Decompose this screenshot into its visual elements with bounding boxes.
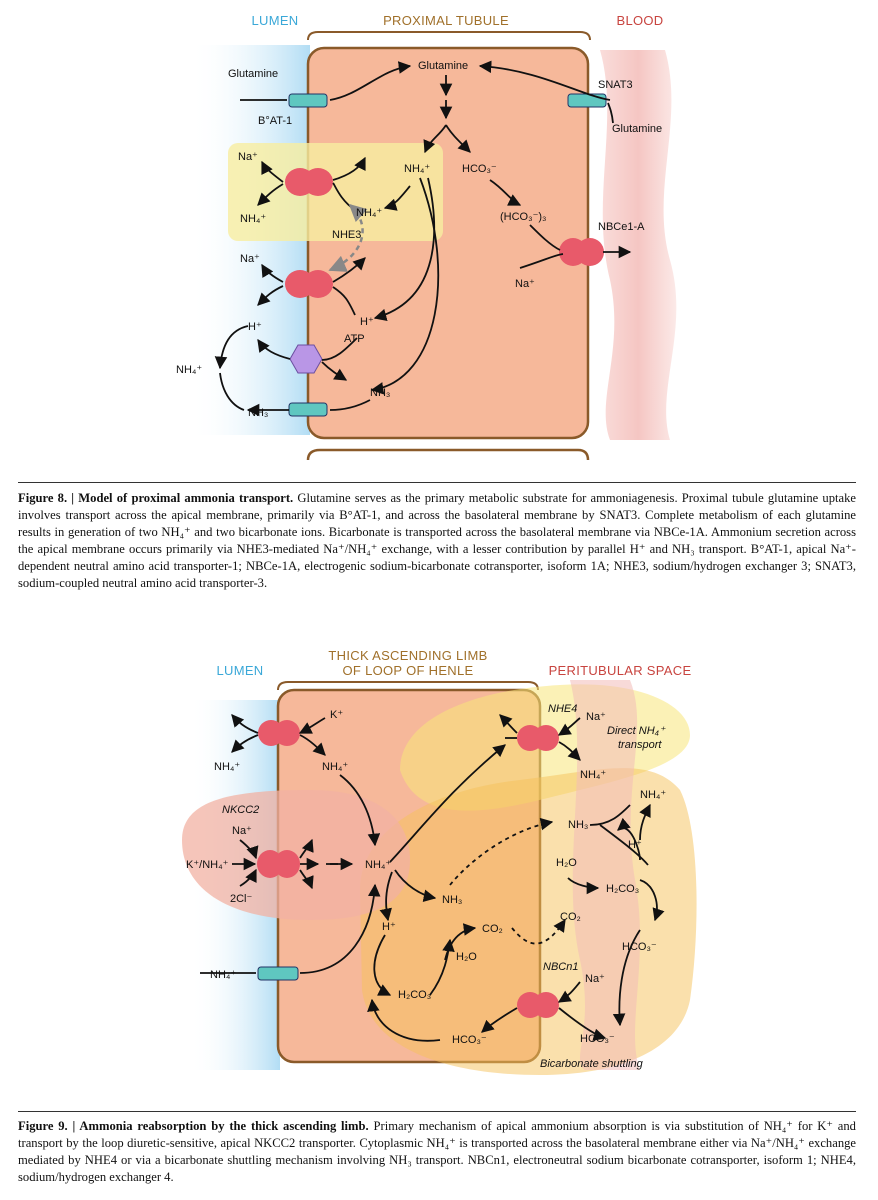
nh3-cell-label: NH₃ [370,387,390,399]
snat3-label: SNAT3 [598,79,633,91]
blood-header: BLOOD [616,13,663,28]
nbce1a-label: NBCe1-A [598,221,645,233]
nhe3-trafficking-arrow [328,203,368,272]
nh3-cell-label: NH₃ [442,894,462,906]
cl2-label: 2Cl⁻ [230,893,253,905]
top-bracket [277,681,539,691]
na-top-label: Na⁺ [238,151,258,163]
figure-9-arrows [200,714,665,1042]
nh4-channel [257,966,299,981]
nh4-near-nhe3-label: NH₄⁺ [356,207,382,219]
lumen-header: LUMEN [216,663,263,678]
nh3-channel [288,402,328,417]
figure-8: LUMEN PROXIMAL TUBULE BLOOD [0,0,878,470]
atp-label: ATP [344,333,365,345]
nh4-cell-label: NH₄⁺ [404,163,430,175]
na-mid-label: Na⁺ [240,253,260,265]
nh4-lumen-bottom-label: NH₄⁺ [210,969,236,981]
nkcc2-transporter [257,850,300,878]
hco3-peri-label: HCO₃⁻ [622,941,657,953]
nhe4-transporter [517,725,559,751]
k-nh4-label: K⁺/NH₄⁺ [186,859,229,871]
nh4-center-label: NH₄⁺ [365,859,391,871]
na-nbcn1-label: Na⁺ [585,973,605,985]
figure-8-caption: Figure 8. | Model of proximal ammonia tr… [18,490,856,592]
nhe3-transporter-top [285,168,333,196]
nh4-peri-top-label: NH₄⁺ [640,789,666,801]
h2co3-peri-label: H₂CO₃ [606,883,639,895]
co2-diffusion-arrow [511,918,566,945]
figure-8-arrows [214,60,632,417]
nh3-lumen-label: NH₃ [248,407,268,419]
nhe3-label: NHE3 [332,229,361,241]
figure-9-caption: Figure 9. | Ammonia reabsorption by the … [18,1118,856,1186]
tal-header-line2: OF LOOP OF HENLE [343,663,474,678]
figure-9-caption-rule [18,1111,856,1112]
peritubular-header: PERITUBULAR SPACE [549,663,692,678]
nh4-lumen-top-label: NH₄⁺ [214,761,240,773]
bat1-channel [288,93,328,108]
top-bracket [307,31,591,41]
h-lumen-label: H⁺ [248,321,262,333]
co2-cell-label: CO₂ [482,923,503,935]
nhe3-transporter-bottom [285,270,333,298]
figure-8-caption-rule [18,482,856,483]
hco3-peri-bottom-label: HCO₃⁻ [580,1033,615,1045]
co2-peri-label: CO₂ [560,911,581,923]
h-cell-label: H⁺ [360,316,374,328]
figure-8-caption-body: Glutamine serves as the primary metaboli… [18,491,856,590]
hco3-triple-label: (HCO₃⁻)₃ [500,211,547,223]
lumen-header: LUMEN [251,13,298,28]
nbcn1-label: NBCn1 [543,961,578,973]
snat3-channel [567,93,607,108]
na-nhe4-label: Na⁺ [586,711,606,723]
figure-9: LUMEN THICK ASCENDING LIMB OF LOOP OF HE… [0,630,878,1100]
nh4-peri-nhe4-label: NH₄⁺ [580,769,606,781]
direct-transport-label-2: transport [618,739,662,751]
na-nkcc2-label: Na⁺ [232,825,252,837]
glutamine-blood-label: Glutamine [612,123,662,135]
direct-transport-label-1: Direct NH₄⁺ [607,725,666,737]
figure-9-caption-title: Figure 9. | Ammonia reabsorption by the … [18,1119,369,1133]
figure-8-caption-title: Figure 8. | Model of proximal ammonia tr… [18,491,294,505]
nh3-diffusion-arrow [449,817,554,886]
nbcn1-transporter [517,992,559,1018]
nkcc2-label: NKCC2 [222,804,259,816]
glutamine-lumen-label: Glutamine [228,68,278,80]
proximal-tubule-cell [306,46,590,440]
apical-k-transporter [258,720,300,746]
figure-9-diagram: LUMEN THICK ASCENDING LIMB OF LOOP OF HE… [182,648,697,1075]
k-top-label: K⁺ [330,709,343,721]
bicarbonate-shuttling-label: Bicarbonate shuttling [540,1058,644,1070]
nhe4-label: NHE4 [548,703,577,715]
h2co3-cell-label: H₂CO₃ [398,989,431,1001]
h2o-cell-label: H₂O [456,951,477,963]
nh4-lumen-final-label: NH₄⁺ [176,364,202,376]
bat1-label: B°AT-1 [258,115,292,127]
nh4-out-label: NH₄⁺ [240,213,266,225]
hco3-label: HCO₃⁻ [462,163,497,175]
figure-8-diagram: LUMEN PROXIMAL TUBULE BLOOD [176,13,677,461]
blood-vessel [600,50,677,440]
nh4-cell-top-label: NH₄⁺ [322,761,348,773]
nhe3-zone [228,143,443,241]
next-cell-edge [306,448,590,461]
nbce1a-transporter [559,238,604,266]
proximal-tubule-header: PROXIMAL TUBULE [383,13,509,28]
glutamine-cell-label: Glutamine [418,60,468,72]
nh3-peri-label: NH₃ [568,819,588,831]
figure-9-caption-body: Primary mechanism of apical ammonium abs… [18,1119,856,1184]
hco3-cell-label: HCO₃⁻ [452,1034,487,1046]
h-cell-label: H⁺ [382,921,396,933]
na-blood-label: Na⁺ [515,278,535,290]
tal-header-line1: THICK ASCENDING LIMB [328,648,487,663]
h-peri-label: H⁺ [628,839,642,851]
h2o-peri-label: H₂O [556,857,577,869]
